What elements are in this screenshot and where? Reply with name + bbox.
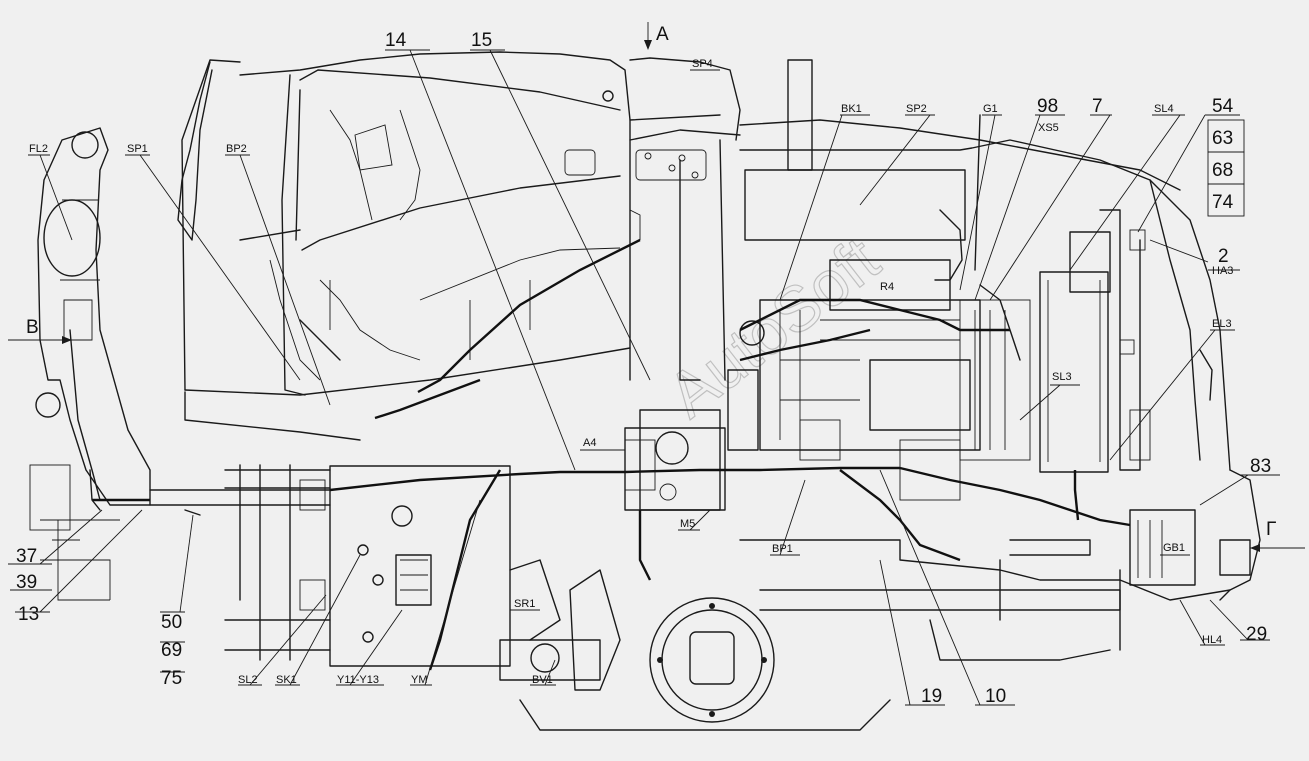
callout-numbers: 14 15 98 7 54 63 68 74 2 37 39 13 50 69 … <box>16 30 1271 707</box>
callout-37: 37 <box>16 546 37 567</box>
view-g-label: Г <box>1266 519 1276 540</box>
view-a-label: A <box>656 24 669 45</box>
label-SK1: SK1 <box>276 674 297 686</box>
label-BK1: BK1 <box>841 103 862 115</box>
label-SR1: SR1 <box>514 598 535 610</box>
callout-29: 29 <box>1246 624 1267 645</box>
label-Y11-Y13: Y11-Y13 <box>337 674 379 686</box>
callout-68: 68 <box>1212 160 1233 181</box>
callout-13: 13 <box>18 604 39 625</box>
callout-83: 83 <box>1250 456 1271 477</box>
radiator <box>1039 209 1151 473</box>
label-GB1: GB1 <box>1163 542 1185 554</box>
callout-63: 63 <box>1212 128 1233 149</box>
front-axle <box>739 509 1251 661</box>
callout-69: 69 <box>161 640 182 661</box>
callout-19: 19 <box>921 686 942 707</box>
front-frame <box>29 127 151 601</box>
label-HA3: HA3 <box>1212 265 1233 277</box>
wiring-harness <box>89 238 1131 671</box>
label-BP1: BP1 <box>772 543 793 555</box>
callout-54: 54 <box>1212 96 1234 117</box>
mirror <box>177 61 213 241</box>
callout-14: 14 <box>385 30 407 51</box>
label-SL3: SL3 <box>1052 371 1072 383</box>
label-SL2: SL2 <box>238 674 258 686</box>
label-HL4: HL4 <box>1202 634 1222 646</box>
hood <box>739 59 1261 601</box>
label-SP1: SP1 <box>127 143 148 155</box>
label-A4: A4 <box>583 437 596 449</box>
label-YM: YM <box>411 674 428 686</box>
callout-15: 15 <box>471 30 492 51</box>
callout-10: 10 <box>985 686 1006 707</box>
callout-74: 74 <box>1212 192 1234 213</box>
callout-2: 2 <box>1218 246 1229 267</box>
callout-39: 39 <box>16 572 37 593</box>
callout-75: 75 <box>161 668 182 689</box>
label-SP4: SP4 <box>692 58 713 70</box>
view-b-label: B <box>26 317 39 338</box>
label-SP2: SP2 <box>906 103 927 115</box>
label-FL2: FL2 <box>29 143 48 155</box>
label-SL4: SL4 <box>1154 103 1174 115</box>
label-M5: M5 <box>680 518 695 530</box>
callout-7: 7 <box>1092 96 1103 117</box>
transmission <box>149 464 511 667</box>
component-labels: A B Г FL2 SP1 BP2 SP4 BK1 SP2 G1 XS5 SL4… <box>26 24 1276 686</box>
label-EL3: EL3 <box>1212 318 1232 330</box>
cab <box>181 51 741 441</box>
label-XS5: XS5 <box>1038 122 1059 134</box>
engine <box>624 259 1031 511</box>
label-BP2: BP2 <box>226 143 247 155</box>
label-BV1: BV1 <box>532 674 553 686</box>
label-G1: G1 <box>983 103 998 115</box>
leader-lines <box>8 22 1305 706</box>
wheel-hub <box>499 559 891 731</box>
label-R4: R4 <box>880 281 894 293</box>
callout-98: 98 <box>1037 96 1058 117</box>
callout-50: 50 <box>161 612 182 633</box>
